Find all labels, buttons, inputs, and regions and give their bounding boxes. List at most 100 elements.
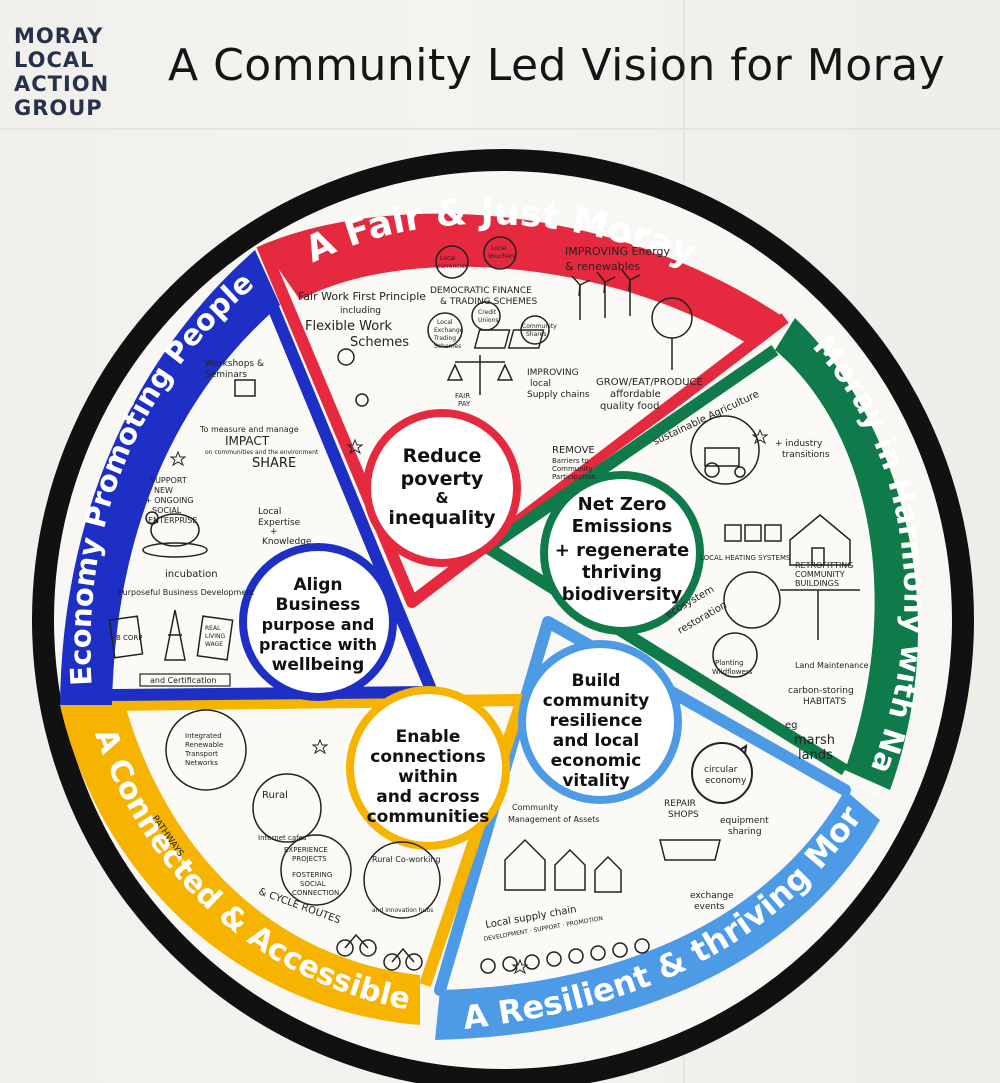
note: Internet cafes <box>258 834 307 842</box>
note: Vouchers <box>488 253 516 260</box>
note: + industry <box>775 439 823 449</box>
goal-fair: Reduce poverty & inequality <box>363 409 521 567</box>
note: local <box>530 379 551 389</box>
goal-text-line: poverty <box>401 468 484 490</box>
goal-text-line: biodiversity <box>562 584 683 605</box>
goal-circle-fair <box>363 409 521 567</box>
note: FAIR <box>455 392 470 400</box>
note: currencies <box>437 263 468 270</box>
goal-text-line: connections <box>370 747 485 767</box>
note: Seminars <box>205 370 247 380</box>
tree-icon <box>651 297 693 370</box>
note: REMOVE <box>552 445 595 456</box>
note: Land Maintenance <box>795 661 869 670</box>
goal-text-line: Build <box>572 671 621 691</box>
moray-lag-logo: MORAY LOCAL ACTION GROUP <box>14 24 134 120</box>
note: LOCAL HEATING SYSTEMS <box>700 554 791 562</box>
logo-line: LOCAL <box>14 48 95 72</box>
note: SHARE <box>252 456 296 471</box>
note: PROJECTS <box>292 855 327 863</box>
goal-circle-resilient <box>518 640 682 804</box>
note: Flexible Work <box>305 319 393 334</box>
goal-text-line: Emissions <box>572 516 673 537</box>
transport-icon <box>165 709 247 791</box>
note: transitions <box>782 450 830 460</box>
presentation-board-icon <box>234 379 256 397</box>
segment-fair-border <box>256 242 789 608</box>
note: REPAIR <box>664 799 696 809</box>
certificate-icon <box>108 615 234 661</box>
segment-resilient-band <box>435 790 880 1040</box>
goal-text-line: Enable <box>396 727 461 747</box>
note: affordable <box>610 389 661 400</box>
note: CONNECTION <box>292 889 339 897</box>
note: Barriers to <box>552 457 589 465</box>
supply-chain-icon <box>480 938 650 974</box>
note: IMPACT <box>225 434 270 448</box>
note: SOCIAL <box>152 506 182 515</box>
note: Local <box>258 507 281 517</box>
note: WAGE <box>205 641 223 648</box>
goal-text-line: purpose and <box>262 615 375 634</box>
note: lands <box>798 748 833 763</box>
note: events <box>694 902 725 912</box>
goal-circle-connected <box>346 686 510 850</box>
segment-economy-band <box>60 250 280 705</box>
goal-text-line: resilience <box>550 711 643 731</box>
bubble-icon <box>483 236 517 270</box>
note: equipment <box>720 816 769 826</box>
note: quality food <box>600 401 660 412</box>
note: Integrated <box>185 732 222 740</box>
goal-resilient: Build community resilience and local eco… <box>518 640 682 804</box>
coworking-icon <box>363 841 441 919</box>
note: exchange <box>690 891 734 901</box>
goal-connected: Enable connections within and across com… <box>346 686 510 850</box>
logo-line: MORAY <box>14 24 104 48</box>
note: Knowledge <box>262 537 312 547</box>
goal-text-line: within <box>398 767 458 787</box>
note: + ONGOING <box>145 496 194 505</box>
chicken-icon <box>142 511 208 558</box>
goal-text-line: & <box>435 489 448 507</box>
note: Planting <box>715 659 743 667</box>
bubble-icon <box>435 245 469 279</box>
note: Unions <box>478 317 498 324</box>
star-icon <box>169 428 769 975</box>
goal-text-line: and across <box>376 787 480 807</box>
note: SHOPS <box>668 810 699 820</box>
segment-connected-band <box>60 705 420 1025</box>
goal-text-line: Reduce <box>403 445 482 467</box>
note: Transport <box>184 750 218 758</box>
note: B CORP <box>116 634 143 642</box>
goal-text-line: wellbeing <box>272 655 365 675</box>
note: Networks <box>185 759 218 767</box>
note: DEMOCRATIC FINANCE <box>430 286 532 296</box>
goal-circle-economy <box>239 543 397 701</box>
note: Participation <box>552 473 596 481</box>
note: Local <box>440 255 456 262</box>
note: Fair Work First Principle <box>298 290 426 303</box>
note: and innovation hubs <box>372 907 433 914</box>
note: Credit <box>478 309 497 316</box>
note: Local <box>437 319 453 326</box>
note: marsh <box>794 733 835 748</box>
circular-economy-icon <box>691 742 753 804</box>
wind-turbine-icon <box>571 269 641 320</box>
projects-icon <box>280 834 352 906</box>
goal-text-line: practice with <box>259 635 377 654</box>
rocket-icon <box>164 609 186 661</box>
note: NEW <box>154 486 173 495</box>
note: Rural <box>262 790 288 801</box>
goal-text-line: + regenerate <box>555 540 689 561</box>
note: Schemes <box>434 343 461 350</box>
tractor-icon <box>690 415 760 485</box>
note: Purposeful Business Development <box>118 588 254 597</box>
goal-economy: Align Business purpose and practice with… <box>239 543 397 701</box>
note: Schemes <box>350 335 409 350</box>
habitat-icon <box>712 571 860 678</box>
note: HABITATS <box>803 697 847 707</box>
note: COMMUNITY <box>795 570 845 579</box>
note: incubation <box>165 569 218 580</box>
house-icon <box>724 514 851 566</box>
